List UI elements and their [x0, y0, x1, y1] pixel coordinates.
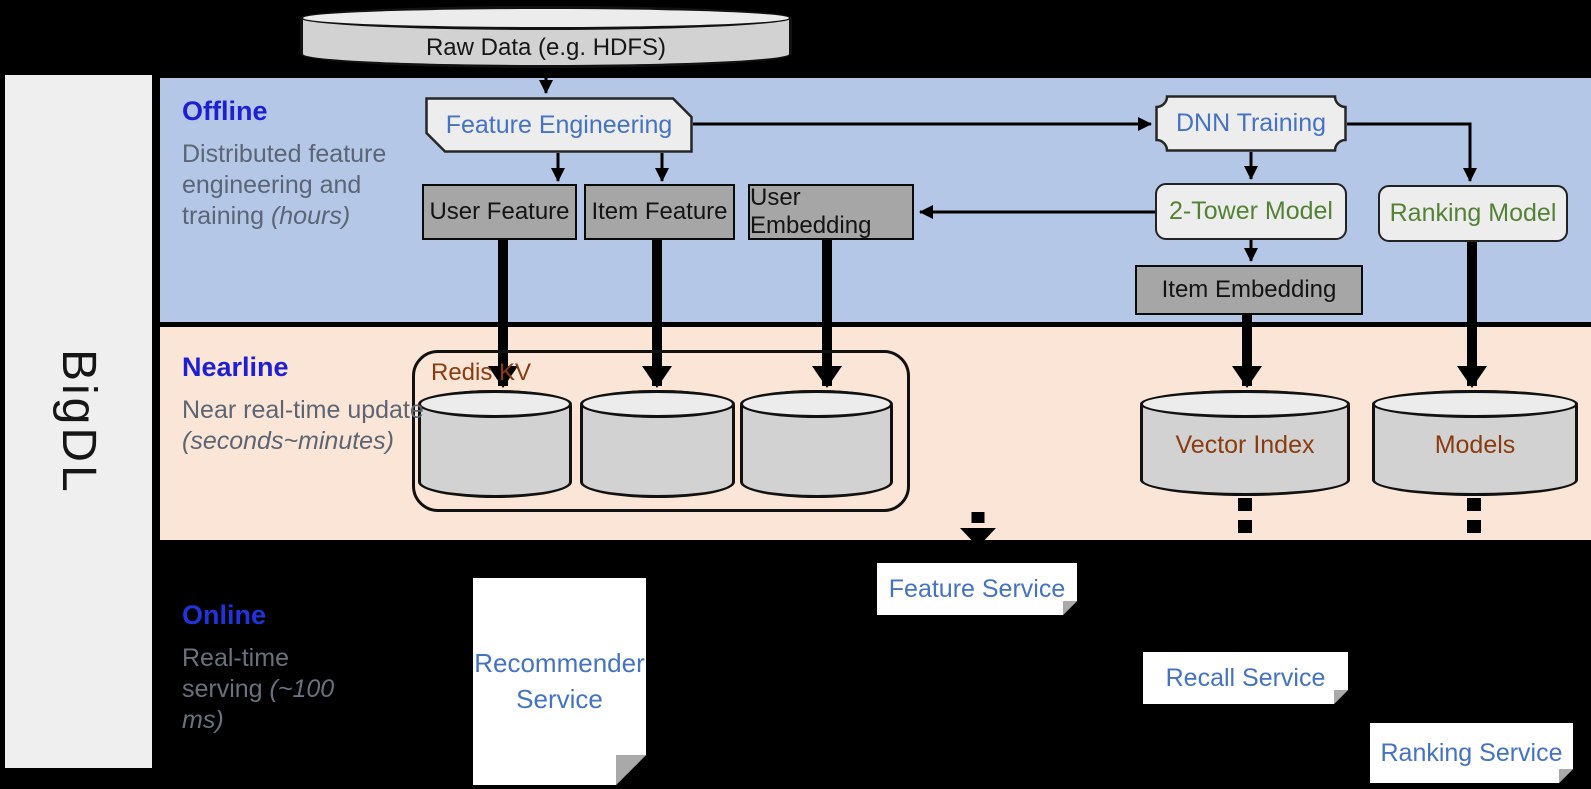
redis-kv-label: Redis KV — [431, 359, 532, 386]
nearline-title: Nearline — [182, 352, 289, 382]
dnn-training-label: DNN Training — [1175, 109, 1327, 137]
redis-shard-cylinder-3 — [740, 390, 893, 498]
feature-service-node: Feature Service — [877, 563, 1077, 615]
two-tower-model-node: 2-Tower Model — [1155, 183, 1347, 240]
redis-shard-cylinder-2 — [580, 390, 735, 498]
offline-title: Offline — [182, 96, 268, 126]
vector-index-label: Vector Index — [1175, 431, 1315, 459]
feature-engineering-label: Feature Engineering — [445, 110, 673, 139]
offline-label-block: Offline Distributed feature engineering … — [182, 96, 387, 232]
online-title: Online — [182, 600, 267, 630]
nearline-description: Near real-time update (seconds~minutes) — [182, 396, 424, 455]
ranking-service-label: Ranking Service — [1380, 738, 1563, 767]
recall-service-node: Recall Service — [1143, 652, 1348, 704]
dashed-arrowhead-feature-service — [960, 528, 996, 547]
recommender-service-node: Recommender Service — [473, 578, 646, 785]
user-feature-node: User Feature — [422, 184, 577, 240]
item-feature-node: Item Feature — [584, 184, 735, 240]
feature-service-label: Feature Service — [888, 574, 1066, 603]
online-description: Real-time serving (~100 ms) — [182, 644, 335, 734]
item-embedding-node: Item Embedding — [1135, 265, 1363, 315]
sidebar: BigDL — [5, 75, 152, 768]
brand-label: BigDL — [52, 348, 105, 495]
snip-corner-shape — [425, 97, 693, 153]
models-store: Models — [1372, 390, 1578, 496]
raw-data-store: Raw Data (e.g. HDFS) — [300, 6, 792, 68]
online-label-block: Online Real-time serving (~100 ms) — [182, 600, 374, 736]
nearline-label-block: Nearline Near real-time update (seconds~… — [182, 352, 444, 457]
raw-data-label: Raw Data (e.g. HDFS) — [425, 34, 667, 61]
vector-index-store: Vector Index — [1140, 390, 1350, 496]
dnn-training-node: DNN Training — [1155, 95, 1347, 152]
models-label: Models — [1434, 431, 1516, 459]
ranking-model-node: Ranking Model — [1378, 185, 1568, 242]
user-embedding-node: User Embedding — [748, 184, 914, 240]
redis-shard-cylinder-1 — [418, 390, 572, 498]
feature-engineering-node: Feature Engineering — [425, 97, 693, 153]
recommender-service-label: Recommender Service — [474, 648, 645, 714]
recall-service-label: Recall Service — [1165, 663, 1326, 692]
ranking-service-node: Ranking Service — [1370, 723, 1573, 783]
offline-description: Distributed feature engineering and trai… — [182, 140, 387, 230]
plaque-shape — [1155, 95, 1347, 152]
arrow-dnn-to-ranking-model — [1347, 122, 1477, 182]
